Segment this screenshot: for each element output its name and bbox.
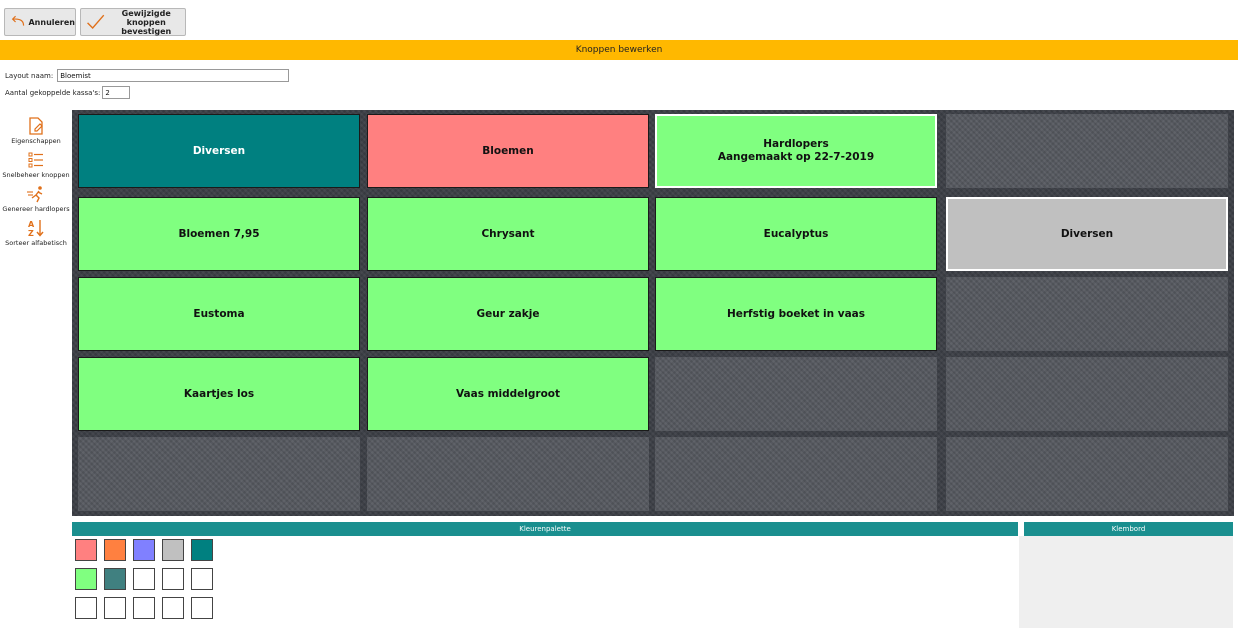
layout-name-input[interactable] (57, 69, 290, 82)
color-swatch[interactable] (75, 568, 97, 590)
linked-registers-row: Aantal gekoppelde kassa's: (5, 86, 131, 99)
empty-grid-slot[interactable] (946, 277, 1228, 351)
color-palette-header: Kleurenpalette (72, 522, 1018, 536)
confirm-button-label: Gewijzigde knoppen bevestigen (121, 8, 172, 36)
color-swatch[interactable] (191, 539, 213, 561)
color-swatch[interactable] (191, 597, 213, 619)
color-swatch[interactable] (133, 597, 155, 619)
linked-registers-label: Aantal gekoppelde kassa's: (5, 88, 101, 97)
cancel-button[interactable]: Annuleren (4, 8, 76, 36)
grid-button[interactable]: Eucalyptus (655, 197, 937, 271)
empty-grid-slot[interactable] (946, 357, 1228, 431)
empty-grid-slot[interactable] (78, 437, 360, 511)
grid-button[interactable]: Kaartjes los (78, 357, 360, 431)
grid-button[interactable]: Geur zakje (367, 277, 649, 351)
empty-grid-slot[interactable] (655, 437, 937, 511)
layout-name-label: Layout naam: (5, 71, 54, 80)
empty-grid-slot[interactable] (367, 437, 649, 511)
color-swatch[interactable] (75, 539, 97, 561)
grid-button[interactable]: Diversen (78, 114, 360, 188)
runner-icon (27, 186, 43, 203)
color-swatch[interactable] (133, 568, 155, 590)
color-swatch[interactable] (162, 597, 184, 619)
sort-alphabetical-icon: A Z (28, 220, 44, 238)
color-swatch[interactable] (162, 568, 184, 590)
empty-grid-slot[interactable] (946, 437, 1228, 511)
svg-text:A: A (28, 220, 35, 229)
grid-button[interactable]: Bloemen (367, 114, 649, 188)
sidebar-item-label: Eigenschappen (11, 137, 61, 145)
sidebar: Eigenschappen Snelbeheer knoppen Generee… (0, 116, 72, 252)
color-swatch[interactable] (133, 539, 155, 561)
properties-icon (29, 117, 43, 135)
clipboard-area[interactable] (1019, 536, 1233, 628)
grid-button[interactable]: Chrysant (367, 197, 649, 271)
grid-button[interactable]: Diversen (946, 197, 1228, 271)
grid-button[interactable]: Hardlopers Aangemaakt op 22-7-2019 (655, 114, 937, 188)
cancel-button-label: Annuleren (28, 17, 75, 27)
svg-text:Z: Z (28, 229, 34, 238)
empty-grid-slot[interactable] (946, 114, 1228, 188)
color-swatch[interactable] (75, 597, 97, 619)
sidebar-item-sort-alphabetical[interactable]: A Z Sorteer alfabetisch (0, 218, 72, 252)
grid-button[interactable]: Bloemen 7,95 (78, 197, 360, 271)
sidebar-item-quick-manage[interactable]: Snelbeheer knoppen (0, 150, 72, 184)
grid-button[interactable]: Herfstig boeket in vaas (655, 277, 937, 351)
linked-registers-input[interactable] (102, 86, 131, 99)
color-swatch[interactable] (162, 539, 184, 561)
toolbar: Annuleren Gewijzigde knoppen bevestigen (0, 0, 1238, 40)
sidebar-item-properties[interactable]: Eigenschappen (0, 116, 72, 150)
sidebar-item-label: Genereer hardlopers (2, 205, 70, 213)
color-swatch[interactable] (104, 568, 126, 590)
color-swatch[interactable] (104, 539, 126, 561)
quick-manage-icon (28, 152, 43, 168)
clipboard-header: Klembord (1024, 522, 1233, 536)
layout-name-row: Layout naam: (5, 69, 290, 82)
checkmark-icon (87, 14, 105, 29)
grid-button[interactable]: Vaas middelgroot (367, 357, 649, 431)
color-swatch[interactable] (104, 597, 126, 619)
sidebar-item-label: Snelbeheer knoppen (2, 171, 70, 179)
page-title: Knoppen bewerken (0, 40, 1238, 60)
grid-button[interactable]: Eustoma (78, 277, 360, 351)
undo-arrow-icon (11, 15, 25, 26)
confirm-changes-button[interactable]: Gewijzigde knoppen bevestigen (80, 8, 186, 36)
sidebar-item-generate-bestsellers[interactable]: Genereer hardlopers (0, 184, 72, 218)
empty-grid-slot[interactable] (655, 357, 937, 431)
color-swatch[interactable] (191, 568, 213, 590)
sidebar-item-label: Sorteer alfabetisch (5, 239, 67, 247)
